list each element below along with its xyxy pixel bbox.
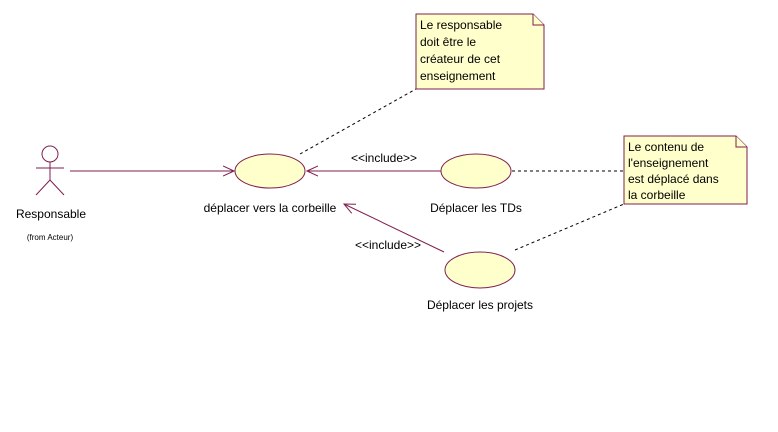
note-1-line-4: enseignement (420, 69, 496, 83)
use-case-main[interactable] (234, 153, 306, 189)
note-2-line-3: est déplacé dans (628, 172, 719, 186)
note-2-line-1: Le contenu de (628, 140, 704, 154)
include-label-projets: <<include>> (355, 238, 421, 252)
use-case-projets[interactable] (444, 251, 516, 289)
use-case-tds[interactable] (440, 153, 512, 189)
actor-head (41, 145, 59, 163)
actor-package-label: (from Acteur) (27, 233, 74, 242)
use-case-main-label: déplacer vers la corbeille (204, 201, 337, 215)
use-case-projets-label: Déplacer les projets (427, 298, 533, 312)
actor-left-leg (35, 179, 51, 196)
note-2-body (623, 135, 748, 205)
note-1-fold (532, 14, 544, 26)
actor-name-label: Responsable (16, 207, 86, 221)
note-2[interactable]: Le contenu de l'enseignement est déplacé… (623, 135, 748, 205)
note-2-fold (735, 136, 747, 148)
note-1-line-3: créateur de cet (420, 52, 501, 66)
note-1-anchor (299, 88, 417, 155)
note-1-body (415, 13, 545, 90)
note-1-line-2: doit être le (420, 35, 476, 49)
include-edge-projets (344, 204, 445, 253)
include-label-tds: <<include>> (351, 151, 417, 165)
note-1[interactable]: Le responsable doit être le créateur de … (415, 13, 545, 90)
note-2-anchor-projets (514, 203, 625, 251)
note-1-line-1: Le responsable (420, 18, 502, 32)
note-2-line-4: la corbeille (628, 188, 686, 202)
actor-responsable[interactable] (35, 145, 65, 196)
actor-right-leg (49, 179, 65, 196)
use-case-tds-label: Déplacer les TDs (430, 201, 522, 215)
note-2-line-2: l'enseignement (628, 156, 709, 170)
